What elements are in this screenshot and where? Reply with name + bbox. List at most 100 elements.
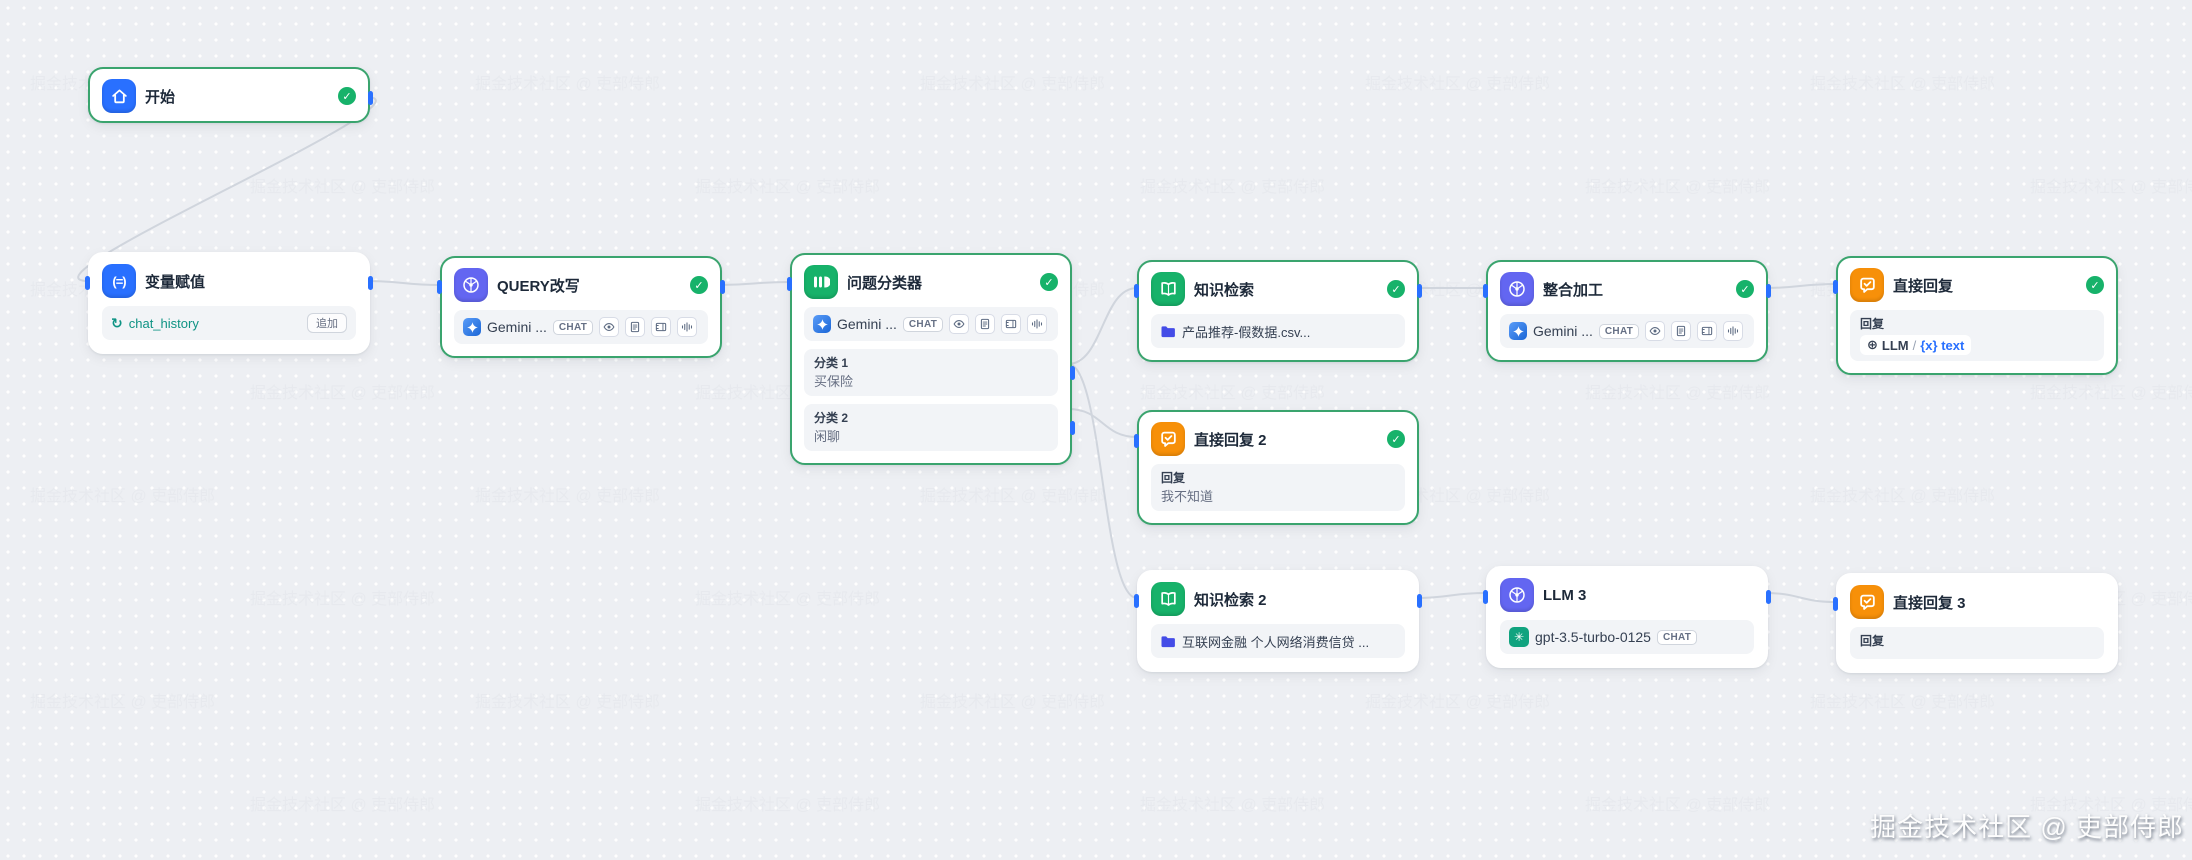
node-direct-reply[interactable]: 直接回复 ✓ 回复 ⊕ LLM / {x} text [1833, 256, 2118, 375]
edge[interactable] [1763, 592, 1837, 603]
node-title: 直接回复 2 [1194, 431, 1267, 449]
category-row: 分类 2 闲聊 [804, 404, 1075, 451]
node-header: 直接回复 2 ✓ [1139, 412, 1417, 464]
variable-row: ↻ chat_history 追加 [102, 306, 356, 340]
video-icon [1697, 321, 1718, 341]
model-name: Gemini ... [1533, 323, 1593, 339]
edge[interactable] [717, 281, 791, 286]
background-watermark: 掘金技术社区 @ 吏部侍郎 [695, 585, 880, 609]
node-body: 回复我不知道 [1139, 464, 1417, 523]
node-title: 知识检索 [1194, 281, 1255, 299]
node-variable-assigner[interactable]: (=) 变量赋值 ↻ chat_history 追加 [85, 252, 373, 354]
background-watermark: 掘金技术社区 @ 吏部侍郎 [1365, 688, 1550, 712]
node-header: QUERY改写 ✓ [442, 258, 720, 310]
edge[interactable] [1763, 283, 1837, 289]
success-icon: ✓ [2086, 276, 2104, 294]
background-watermark: 掘金技术社区 @ 吏部侍郎 [250, 379, 435, 403]
gemini-icon [813, 315, 831, 333]
background-watermark: 掘金技术社区 @ 吏部侍郎 [475, 482, 660, 506]
connector-handle[interactable] [1417, 284, 1422, 298]
connector-handle[interactable] [1417, 594, 1422, 608]
connector-handle[interactable] [1766, 284, 1771, 298]
connector-handle[interactable] [1833, 280, 1838, 294]
node-knowledge-retrieval-2[interactable]: 知识检索 2 互联网金融 个人网络消费信贷 ... [1134, 570, 1422, 672]
connector-handle[interactable] [85, 276, 90, 290]
connector-handle[interactable] [787, 277, 792, 291]
node-direct-reply-3[interactable]: 直接回复 3 回复 [1833, 573, 2118, 673]
connector-handle[interactable] [720, 280, 725, 294]
connector-handle[interactable] [1134, 594, 1139, 608]
edge[interactable] [77, 96, 377, 282]
background-watermark: 掘金技术社区 @ 吏部侍郎 [1585, 379, 1770, 403]
node-query-rewrite[interactable]: QUERY改写 ✓ Gemini ... CHAT [437, 256, 725, 358]
edge[interactable] [1067, 287, 1138, 365]
reply-row: 回复 ⊕ LLM / {x} text [1850, 310, 2104, 361]
background-watermark: 掘金技术社区 @ 吏部侍郎 [1140, 379, 1325, 403]
var-field-name: {x} text [1920, 337, 1965, 353]
node-header: 整合加工 ✓ [1488, 262, 1766, 314]
node-body: 产品推荐-假数据.csv... [1139, 314, 1417, 360]
connector-handle[interactable] [368, 276, 373, 290]
llm-icon [1500, 272, 1534, 306]
separator: / [1912, 337, 1917, 353]
node-title: QUERY改写 [497, 277, 580, 295]
connector-handle[interactable] [1070, 365, 1075, 380]
node-direct-reply-2[interactable]: 直接回复 2 ✓ 回复我不知道 [1134, 410, 1419, 525]
connector-handle[interactable] [368, 91, 373, 105]
background-watermark: 掘金技术社区 @ 吏部侍郎 [1810, 482, 1995, 506]
connector-handle[interactable] [1833, 597, 1838, 611]
chat-badge: CHAT [1598, 323, 1640, 339]
edge[interactable] [1414, 592, 1487, 599]
node-start[interactable]: 开始 ✓ [88, 67, 373, 123]
history-icon: ↻ [111, 315, 123, 331]
connector-handle[interactable] [1134, 284, 1139, 298]
success-icon: ✓ [1736, 280, 1754, 298]
node-header: 开始 ✓ [90, 69, 368, 121]
edge[interactable] [365, 280, 441, 286]
connector-handle[interactable] [1134, 434, 1139, 448]
node-aggregate[interactable]: 整合加工 ✓ Gemini ... CHAT [1483, 260, 1771, 362]
edge[interactable] [1067, 408, 1138, 438]
knowledge-row: 互联网金融 个人网络消费信贷 ... [1151, 624, 1405, 658]
connector-handle[interactable] [1483, 284, 1488, 298]
video-icon [651, 317, 672, 337]
background-watermark: 掘金技术社区 @ 吏部侍郎 [2030, 173, 2192, 197]
document-icon [625, 317, 646, 337]
connector-handle[interactable] [1766, 590, 1771, 604]
node-body: ↻ chat_history 追加 [90, 306, 368, 352]
node-knowledge-retrieval[interactable]: 知识检索 ✓ 产品推荐-假数据.csv... [1134, 260, 1422, 362]
connector-handle[interactable] [1070, 420, 1075, 435]
gemini-icon [463, 318, 481, 336]
chat-badge: CHAT [552, 319, 594, 335]
llm-icon: ⊕ [1867, 337, 1878, 352]
category-value: 买保险 [814, 374, 854, 389]
model-row: Gemini ... CHAT [454, 310, 708, 344]
connector-handle[interactable] [437, 280, 442, 294]
reply-icon [1850, 268, 1884, 302]
vision-icon [599, 317, 620, 337]
edge[interactable] [1067, 363, 1138, 599]
background-watermark: 掘金技术社区 @ 吏部侍郎 [695, 173, 880, 197]
document-icon [975, 314, 996, 334]
book-icon [1151, 272, 1185, 306]
background-watermark: 掘金技术社区 @ 吏部侍郎 [2030, 379, 2192, 403]
background-watermark: 掘金技术社区 @ 吏部侍郎 [1585, 173, 1770, 197]
success-icon: ✓ [1387, 430, 1405, 448]
gemini-icon [1509, 322, 1527, 340]
model-name: Gemini ... [487, 319, 547, 335]
connector-handle[interactable] [1483, 590, 1488, 604]
node-llm-3[interactable]: LLM 3 ✳ gpt-3.5-turbo-0125 CHAT [1483, 566, 1771, 668]
variable-name: chat_history [128, 315, 199, 331]
node-body: 回复 [1838, 627, 2116, 671]
node-title: 整合加工 [1543, 281, 1604, 299]
video-icon [1001, 314, 1022, 334]
node-header: 问题分类器 ✓ [792, 255, 1070, 307]
document-icon [1671, 321, 1692, 341]
category-label: 分类 2 [814, 411, 849, 425]
category-label: 分类 1 [814, 356, 849, 370]
background-watermark: 掘金技术社区 @ 吏部侍郎 [250, 173, 435, 197]
node-body: Gemini ... CHAT 分类 1 买保险 分类 2 闲聊 [792, 307, 1075, 463]
node-question-classifier[interactable]: 问题分类器 ✓ Gemini ... CHAT 分类 1 买保险 分类 2 闲聊 [787, 253, 1075, 465]
